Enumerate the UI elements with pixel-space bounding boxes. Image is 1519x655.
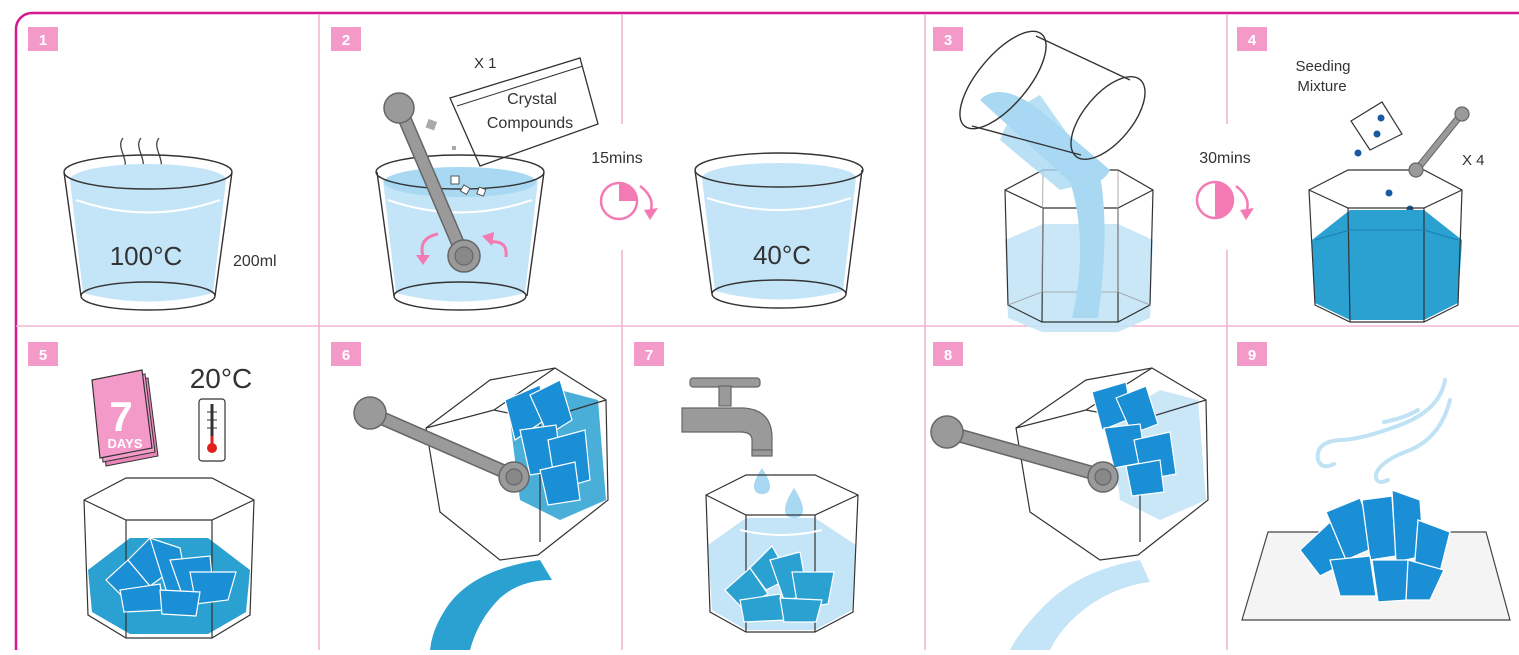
calendar-unit: DAYS: [108, 436, 143, 451]
step-number: 6: [342, 347, 350, 364]
step-badge-2: 2: [331, 27, 361, 51]
wait-time-label: 15mins: [591, 150, 643, 167]
step-badge-8: 8: [933, 342, 963, 366]
step-8-panel: [931, 368, 1208, 650]
packet-icon: Crystal Compounds: [450, 58, 598, 166]
wind-icon: [1318, 380, 1450, 482]
step-number: 2: [342, 32, 350, 49]
step-number: 1: [39, 32, 47, 49]
seeding-label-line2: Mixture: [1297, 78, 1346, 95]
calendar-icon: 7 DAYS: [92, 370, 158, 466]
cooled-cup-panel: 40°C: [695, 153, 863, 308]
step-7-panel: [682, 378, 858, 632]
timer-15-icon: 15mins: [591, 150, 658, 220]
quantity-label: X 4: [1462, 152, 1485, 169]
step-badge-5: 5: [28, 342, 58, 366]
spoon-icon: [354, 397, 529, 492]
packet-label-line1: Crystal: [507, 91, 557, 108]
step-number: 9: [1248, 347, 1256, 364]
step-number: 7: [645, 347, 653, 364]
step-badge-6: 6: [331, 342, 361, 366]
step-3-panel: [945, 18, 1158, 332]
step-6-panel: [354, 368, 608, 650]
temperature-label: 100°C: [110, 241, 183, 271]
draining-liquid: [1010, 560, 1150, 650]
volume-label: 200ml: [233, 253, 277, 270]
step-2-panel: X 1 Crystal Compounds: [376, 55, 598, 310]
seeding-label-line1: Seeding: [1295, 58, 1350, 75]
timer-fill: [619, 184, 636, 201]
step-badge-3: 3: [933, 27, 963, 51]
step-9-panel: [1242, 380, 1510, 620]
step-badge-7: 7: [634, 342, 664, 366]
timer-30-icon: 30mins: [1197, 150, 1254, 220]
step-number: 5: [39, 347, 47, 364]
temperature-label: 40°C: [753, 240, 811, 270]
wait-time-label: 30mins: [1199, 150, 1251, 167]
quantity-label: X 1: [474, 55, 497, 72]
step-4-panel: Seeding Mixture X 4: [1295, 58, 1484, 322]
hex-container-icon: [1309, 170, 1462, 322]
tap-icon: [682, 378, 772, 456]
spoon-icon: [1409, 107, 1469, 177]
step-number: 4: [1248, 32, 1257, 49]
packet-icon: [1351, 102, 1402, 150]
step-number: 3: [944, 32, 952, 49]
cup-icon: [64, 155, 232, 310]
cup-icon: [695, 153, 863, 308]
step-badge-1: 1: [28, 27, 58, 51]
step-5-panel: 7 DAYS 20°C: [84, 363, 254, 638]
thermometer-icon: [199, 399, 225, 461]
step-badge-4: 4: [1237, 27, 1267, 51]
step-number: 8: [944, 347, 952, 364]
temperature-label: 20°C: [190, 363, 253, 394]
step-badge-9: 9: [1237, 342, 1267, 366]
draining-liquid: [430, 560, 552, 650]
step-1-panel: 100°C 200ml: [64, 138, 277, 310]
calendar-number: 7: [109, 393, 132, 440]
packet-label-line2: Compounds: [487, 115, 573, 132]
